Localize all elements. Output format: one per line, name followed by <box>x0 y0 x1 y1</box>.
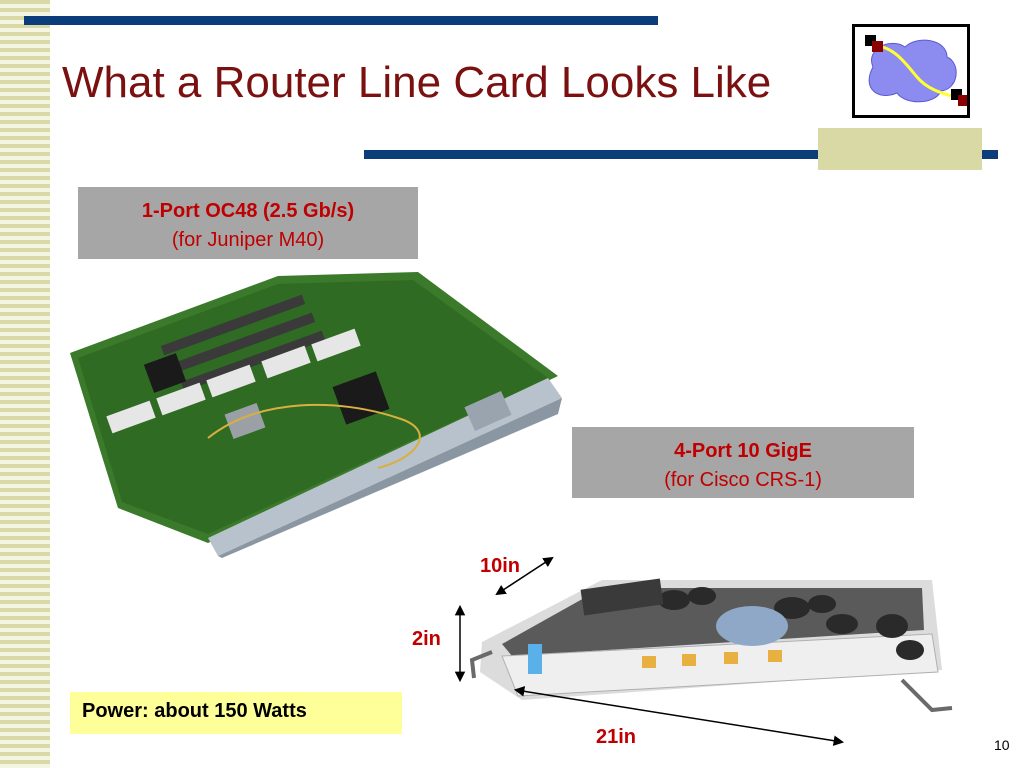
decorative-block <box>818 128 982 170</box>
bottom-accent-bar <box>364 150 998 159</box>
oc48-card-label: 1-Port OC48 (2.5 Gb/s) (for Juniper M40) <box>78 187 418 259</box>
oc48-card-name: 1-Port OC48 (2.5 Gb/s) <box>141 200 355 222</box>
oc48-line-card-photo <box>70 272 562 558</box>
crs1-card-label: 4-Port 10 GigE (for Cisco CRS-1) <box>572 427 914 498</box>
height-dimension-label: 2in <box>412 628 441 650</box>
top-accent-bar <box>24 16 658 25</box>
depth-arrow <box>495 556 554 596</box>
depth-dimension-label: 10in <box>480 555 521 577</box>
power-note: Power: about 150 Watts <box>70 692 402 734</box>
oc48-card-platform: (for Juniper M40) <box>171 229 325 251</box>
crs1-card-platform: (for Cisco CRS-1) <box>664 469 822 491</box>
crs1-card-name: 4-Port 10 GigE <box>674 440 812 462</box>
length-dimension-label: 21in <box>596 726 637 748</box>
page-number: 10 <box>994 737 1010 753</box>
crs1-line-card-photo <box>469 578 953 713</box>
network-logo <box>852 24 970 118</box>
length-arrow <box>513 686 845 746</box>
network-cloud-icon <box>865 35 967 106</box>
slide-title: What a Router Line Card Looks Like <box>62 58 772 107</box>
decorative-stripes <box>0 0 50 768</box>
